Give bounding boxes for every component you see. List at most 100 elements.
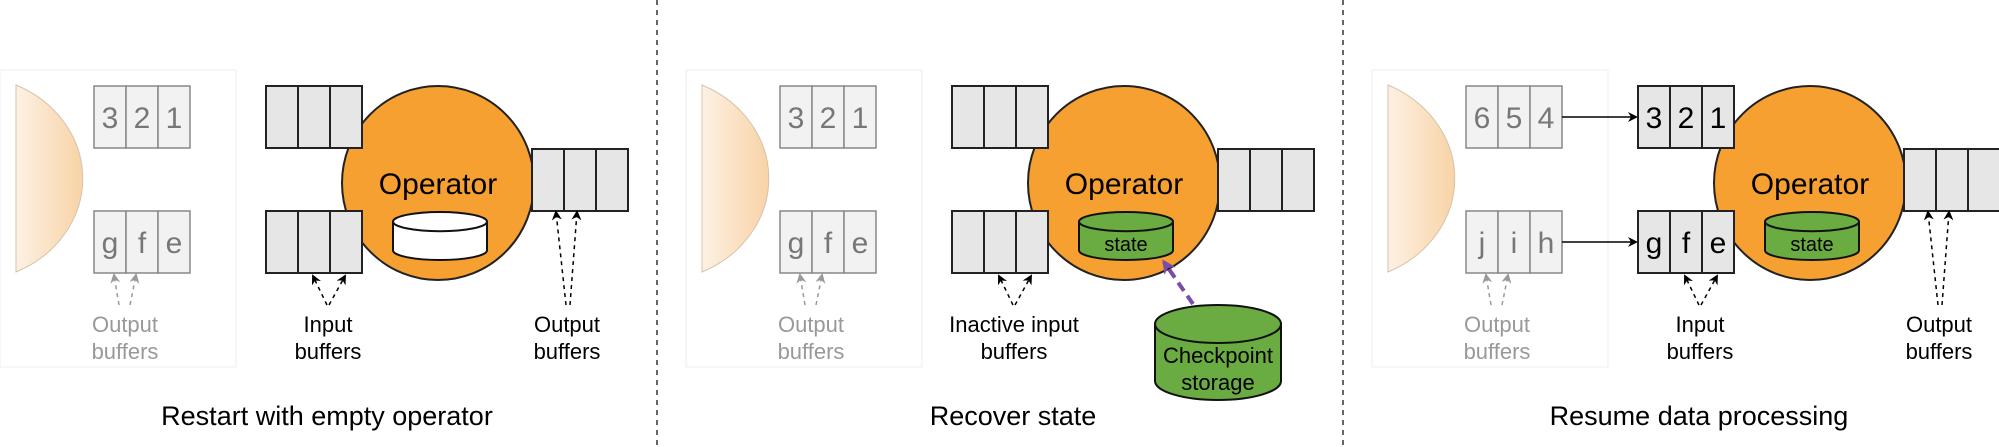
input-pointer-arrow [1700, 274, 1718, 306]
upstream-label: Output [1464, 312, 1530, 337]
buffer-record: f [1682, 227, 1691, 260]
output-label: buffers [534, 339, 601, 364]
state-store [1078, 211, 1174, 261]
buffer-record: 1 [166, 102, 183, 135]
buffer-record: 1 [1710, 102, 1727, 135]
state-store [1764, 211, 1860, 261]
upstream-operator-shape [701, 84, 770, 273]
input-pointer-arrow [1683, 274, 1700, 306]
buffer-slot [265, 210, 299, 274]
buffer-slot [297, 85, 331, 149]
cylinder-body [1078, 221, 1174, 261]
buffer-record: 3 [102, 102, 119, 135]
buffer-slot [843, 85, 877, 149]
buffer-record: g [1646, 227, 1663, 260]
buffer-slot [265, 85, 299, 149]
buffer-slot [1465, 85, 1499, 149]
upstream-operator-shape [1387, 84, 1456, 273]
input-buffer-bottom [951, 210, 1049, 274]
upstream-pointer-arrow [1501, 273, 1512, 306]
buffer-record: 3 [788, 102, 805, 135]
buffer-slot [1637, 85, 1671, 149]
input-label: Inactive input [949, 312, 1079, 337]
state-store [392, 211, 488, 261]
buffer-slot [983, 210, 1017, 274]
buffer-record: e [166, 227, 183, 260]
buffer-slot [1701, 85, 1735, 149]
upstream-label: buffers [778, 339, 845, 364]
input-label: Input [1676, 312, 1725, 337]
buffer-slot [595, 148, 629, 212]
output-pointer-arrow [1941, 210, 1954, 306]
checkpoint-storage [1154, 304, 1282, 401]
checkpoint-label: storage [1181, 370, 1254, 395]
cylinder-top [1764, 211, 1860, 233]
buffer-record: 2 [134, 102, 151, 135]
output-buffer [1903, 148, 1999, 212]
buffer-slot [1217, 148, 1251, 212]
input-label: buffers [1667, 339, 1734, 364]
buffer-slot [1637, 210, 1671, 274]
upstream-label: Output [778, 312, 844, 337]
buffer-slot [1465, 210, 1499, 274]
input-label: buffers [981, 339, 1048, 364]
buffer-slot [1529, 210, 1563, 274]
buffer-slot [1701, 210, 1735, 274]
cylinder-body [1154, 324, 1282, 401]
upstream-pointer-arrow [796, 273, 807, 306]
output-label: Output [534, 312, 600, 337]
buffer-slot [563, 148, 597, 212]
panel-caption: Recover state [930, 401, 1097, 431]
cylinder-top [1154, 304, 1282, 344]
buffer-slot [297, 210, 331, 274]
input-label: Input [304, 312, 353, 337]
output-label: buffers [1906, 339, 1973, 364]
panel-caption: Resume data processing [1550, 401, 1849, 431]
upstream-label: Output [92, 312, 158, 337]
buffer-slot [1249, 148, 1283, 212]
buffer-slot [1903, 148, 1937, 212]
input-buffer-top [951, 85, 1049, 149]
buffer-slot [329, 85, 363, 149]
buffer-slot [1497, 210, 1531, 274]
input-pointer-arrow [1014, 274, 1032, 306]
input-buffer-bottom [265, 210, 363, 274]
buffer-record: 2 [1678, 102, 1695, 135]
buffer-record: i [1511, 227, 1518, 260]
state-label: state [1790, 234, 1833, 256]
upstream-pointer-arrow [1482, 273, 1493, 306]
buffer-slot [779, 210, 813, 274]
buffer-slot [779, 85, 813, 149]
buffer-slot [531, 148, 565, 212]
output-buffer [531, 148, 629, 212]
buffer-slot [93, 210, 127, 274]
upstream-pointer-arrow [110, 273, 121, 306]
buffer-slot [157, 210, 191, 274]
buffer-record: 2 [820, 102, 837, 135]
operator-label: Operator [1065, 168, 1183, 201]
buffer-slot [1015, 85, 1049, 149]
buffer-record: g [102, 227, 119, 260]
buffer-slot [157, 85, 191, 149]
output-label: Output [1906, 312, 1972, 337]
buffer-slot [983, 85, 1017, 149]
buffer-slot [329, 210, 363, 274]
buffer-slot [951, 85, 985, 149]
operator-label: Operator [1751, 168, 1869, 201]
cylinder-body [1764, 221, 1860, 261]
panel-caption: Restart with empty operator [161, 401, 493, 431]
cylinder-top [1078, 211, 1174, 233]
cylinder-body [392, 221, 488, 261]
buffer-record: 5 [1506, 102, 1523, 135]
